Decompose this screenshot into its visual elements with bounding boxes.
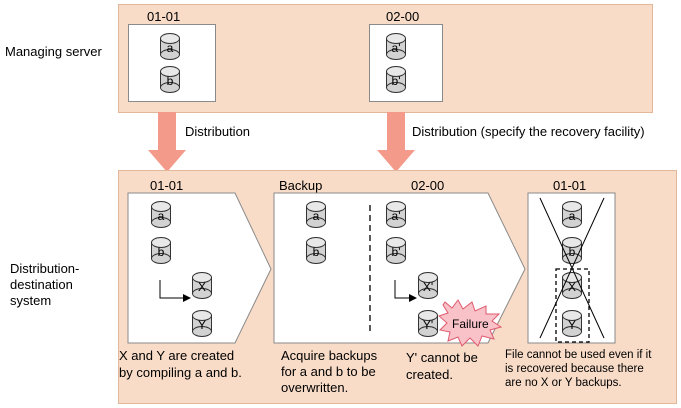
panel1-note-line2: by compiling a and b. [119,365,242,380]
panel2-note-line1: Acquire backups [281,348,378,363]
file-cylinder-a: a [562,201,582,228]
compile-arrowhead [409,294,417,302]
file-cylinder-y-prime: Y' [418,310,438,337]
distribution-arrow-left [148,112,186,172]
file-cylinder-b-prime: b' [386,237,406,264]
distribution-destination-label-line2: destination [10,277,73,292]
panel2-failure-note-line1: Y' cannot be [406,350,478,365]
server-version-left: 01-01 [147,9,181,24]
panel2-note-line2: for a and b to be [281,364,376,379]
file-cylinder-b: b [151,237,171,264]
compile-arrow [159,280,183,299]
compile-arrowhead [183,294,191,302]
file-cylinder-x-prime: X' [418,272,438,299]
server-box-right [369,24,443,102]
backup-label: Backup [279,178,323,193]
file-cylinder-a: a [151,201,171,228]
server-version-right: 02-00 [386,9,420,24]
step-box-1 [127,192,272,344]
file-cylinder-b: b [562,237,582,264]
file-cylinder-y: Y [562,310,582,337]
missing-backup-box [555,268,590,343]
file-cylinder-a-prime: a' [386,201,406,228]
panel3-version: 01-01 [553,178,587,193]
distribution-label-left: Distribution [185,124,251,139]
panel1-note-line1: X and Y are created [119,348,235,363]
distribution-arrow-right [377,112,415,172]
distribution-label-right: Distribution (specify the recovery facil… [412,124,645,139]
file-cylinder-y: Y [192,310,212,337]
compile-arrow [394,280,409,299]
distribution-destination-label-line1: Distribution- [10,261,80,276]
file-cylinder-b-prime: b' [386,66,406,93]
file-cylinder-x: X [562,272,582,299]
managing-server-label: Managing server [5,44,102,59]
panel1-version: 01-01 [150,178,184,193]
panel2-note-line3: overwritten. [281,380,349,395]
failure-burst [438,299,503,347]
panel2-version: 02-00 [411,178,445,193]
panel2-failure-note-line2: created. [406,367,453,382]
file-cylinder-b: b [160,66,180,93]
file-cylinder-a: a [160,33,180,60]
failure-label: Failure [452,317,489,331]
backup-cylinder-b: b [306,237,326,264]
cross-line-2 [539,197,605,339]
backup-cylinder-a: a [306,201,326,228]
file-cylinder-x: X [192,272,212,299]
step-box-2 [273,192,526,344]
panel3-note-line1: File cannot be used even if it [505,349,652,361]
file-cylinder-a-prime: a' [386,33,406,60]
panel3-note-line3: are no X or Y backups. [505,377,622,389]
panel3-note-line2: is recovered because there [505,363,644,375]
distribution-destination-label-line3: system [10,293,52,308]
